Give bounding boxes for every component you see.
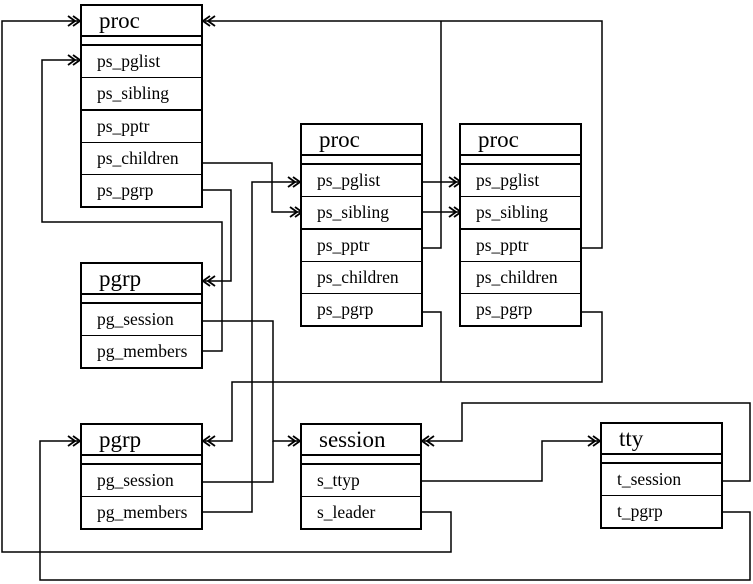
field-proc-child-2-ps_sibling: ps_sibling [461, 197, 580, 230]
field-proc-child-1-ps_pptr: ps_pptr [302, 230, 421, 262]
node-title-proc-parent: proc [82, 6, 201, 37]
node-gap-pgrp-bottom [82, 456, 201, 465]
field-pgrp-top-pg_members: pg_members [97, 341, 188, 361]
field-tty-t_session: t_session [602, 464, 721, 496]
edge-pgrp-top-session-to-session [203, 320, 298, 441]
field-proc-parent-ps_pptr: ps_pptr [82, 111, 201, 143]
field-proc-parent-ps_sibling: ps_sibling [82, 78, 201, 111]
field-proc-child-2-ps_children: ps_children [461, 262, 580, 294]
node-title-pgrp-top: pgrp [82, 264, 201, 295]
field-pgrp-bottom-pg_members: pg_members [97, 502, 188, 522]
edge-pgrp-bottom-members-to-child1-pglist [203, 182, 298, 513]
edge-child1-pgrp-join [423, 311, 442, 382]
field-pgrp-top-pg_session: pg_session [82, 304, 201, 336]
node-gap-proc-child-2 [461, 156, 580, 165]
edge-parent-children-to-child1-sibling [203, 162, 300, 212]
field-proc-child-2-ps_pgrp: ps_pgrp [476, 299, 533, 319]
edge-session-sttyp-to-tty [422, 441, 598, 482]
node-tty: tty t_session t_pgrp [600, 422, 723, 529]
node-gap-proc-parent [82, 37, 201, 46]
node-gap-proc-child-1 [302, 156, 421, 165]
field-proc-parent-ps_children: ps_children [82, 143, 201, 175]
field-proc-child-1-ps_pglist: ps_pglist [302, 165, 421, 197]
node-title-proc-child-2: proc [461, 125, 580, 156]
edge-parent-pgrp-to-pgrp-top [203, 189, 232, 281]
node-pgrp-top: pgrp pg_session pg_members [80, 262, 203, 369]
node-pgrp-bottom: pgrp pg_session pg_members [80, 423, 203, 530]
node-title-session: session [302, 425, 420, 456]
edge-pgrp-bottom-session-join [203, 441, 274, 483]
node-gap-pgrp-top [82, 295, 201, 304]
node-gap-tty [602, 455, 721, 464]
field-proc-parent-ps_pgrp: ps_pgrp [97, 180, 154, 200]
field-proc-child-1-ps_children: ps_children [302, 262, 421, 294]
node-title-proc-child-1: proc [302, 125, 421, 156]
field-session-s_ttyp: s_ttyp [302, 465, 420, 497]
edge-child1-pptr-join [423, 21, 442, 249]
field-proc-child-2-ps_pptr: ps_pptr [461, 230, 580, 262]
field-tty-t_pgrp: t_pgrp [617, 501, 663, 521]
field-proc-child-1-ps_pgrp: ps_pgrp [317, 299, 374, 319]
node-gap-session [302, 456, 420, 465]
field-proc-child-1-ps_sibling: ps_sibling [302, 197, 421, 230]
node-title-tty: tty [602, 424, 721, 455]
field-pgrp-bottom-pg_session: pg_session [82, 465, 201, 497]
node-session: session s_ttyp s_leader [300, 423, 422, 530]
edge-child2-pgrp-to-pgrp-bottom [205, 311, 603, 441]
node-title-pgrp-bottom: pgrp [82, 425, 201, 456]
field-session-s_leader: s_leader [317, 502, 376, 522]
field-proc-parent-ps_pglist: ps_pglist [82, 46, 201, 78]
field-proc-child-2-ps_pglist: ps_pglist [461, 165, 580, 197]
